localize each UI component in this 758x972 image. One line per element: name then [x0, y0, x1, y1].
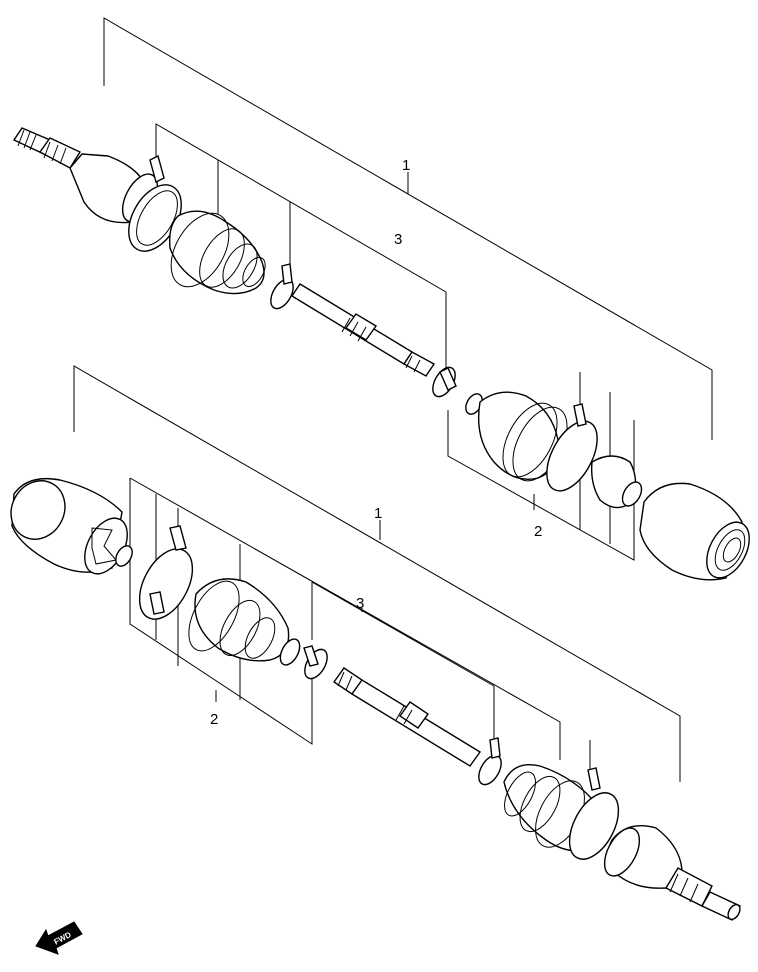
lower-small-clamp-2: [478, 737, 502, 786]
lower-drive-shaft: [333, 667, 482, 767]
lower-inner-boot-clamp: [138, 525, 194, 620]
upper-inner-joint-sleeve: [590, 455, 643, 509]
lower-drive-shaft-assembly: 1 3 2: [10, 365, 741, 921]
lower-callout-2-label: 2: [210, 711, 218, 728]
upper-callout-2-label: 2: [534, 523, 542, 540]
lower-right-spline-stub: [665, 867, 741, 921]
lower-outer-cv-joint: [603, 825, 683, 889]
fwd-direction-indicator: FWD: [35, 921, 83, 955]
lower-inner-cv-housing: [10, 477, 128, 575]
fwd-arrow-icon: [35, 921, 83, 955]
upper-small-clamp-2: [432, 366, 457, 398]
lower-small-clamp-1: [303, 645, 328, 680]
upper-drive-shaft: [291, 283, 436, 377]
lower-inner-boot: [188, 578, 301, 666]
upper-callout-3-label: 3: [394, 231, 402, 248]
lower-snap-ring: [115, 545, 133, 567]
upper-drive-shaft-assembly: 1 3 2: [12, 17, 750, 581]
upper-callout-1-label: 1: [402, 157, 410, 174]
lower-callout-3-label: 3: [356, 595, 364, 612]
upper-small-clamp-1: [270, 263, 294, 310]
lower-callout-2-bracket: [129, 477, 591, 776]
upper-outer-boot-clamp: [128, 154, 182, 252]
upper-left-spline-stub: [12, 127, 82, 169]
upper-inner-cv-housing: [639, 482, 750, 581]
upper-callout-1-bracket: [103, 17, 713, 440]
lower-callout-3-bracket: [311, 581, 495, 744]
lower-outer-boot-clamp: [568, 767, 620, 860]
lower-callout-1-bracket: [73, 365, 681, 782]
upper-inner-boot-clamp: [546, 403, 598, 492]
upper-outer-boot: [168, 210, 266, 295]
lower-callout-1-label: 1: [374, 505, 382, 522]
upper-callout-3-bracket: [155, 123, 447, 372]
